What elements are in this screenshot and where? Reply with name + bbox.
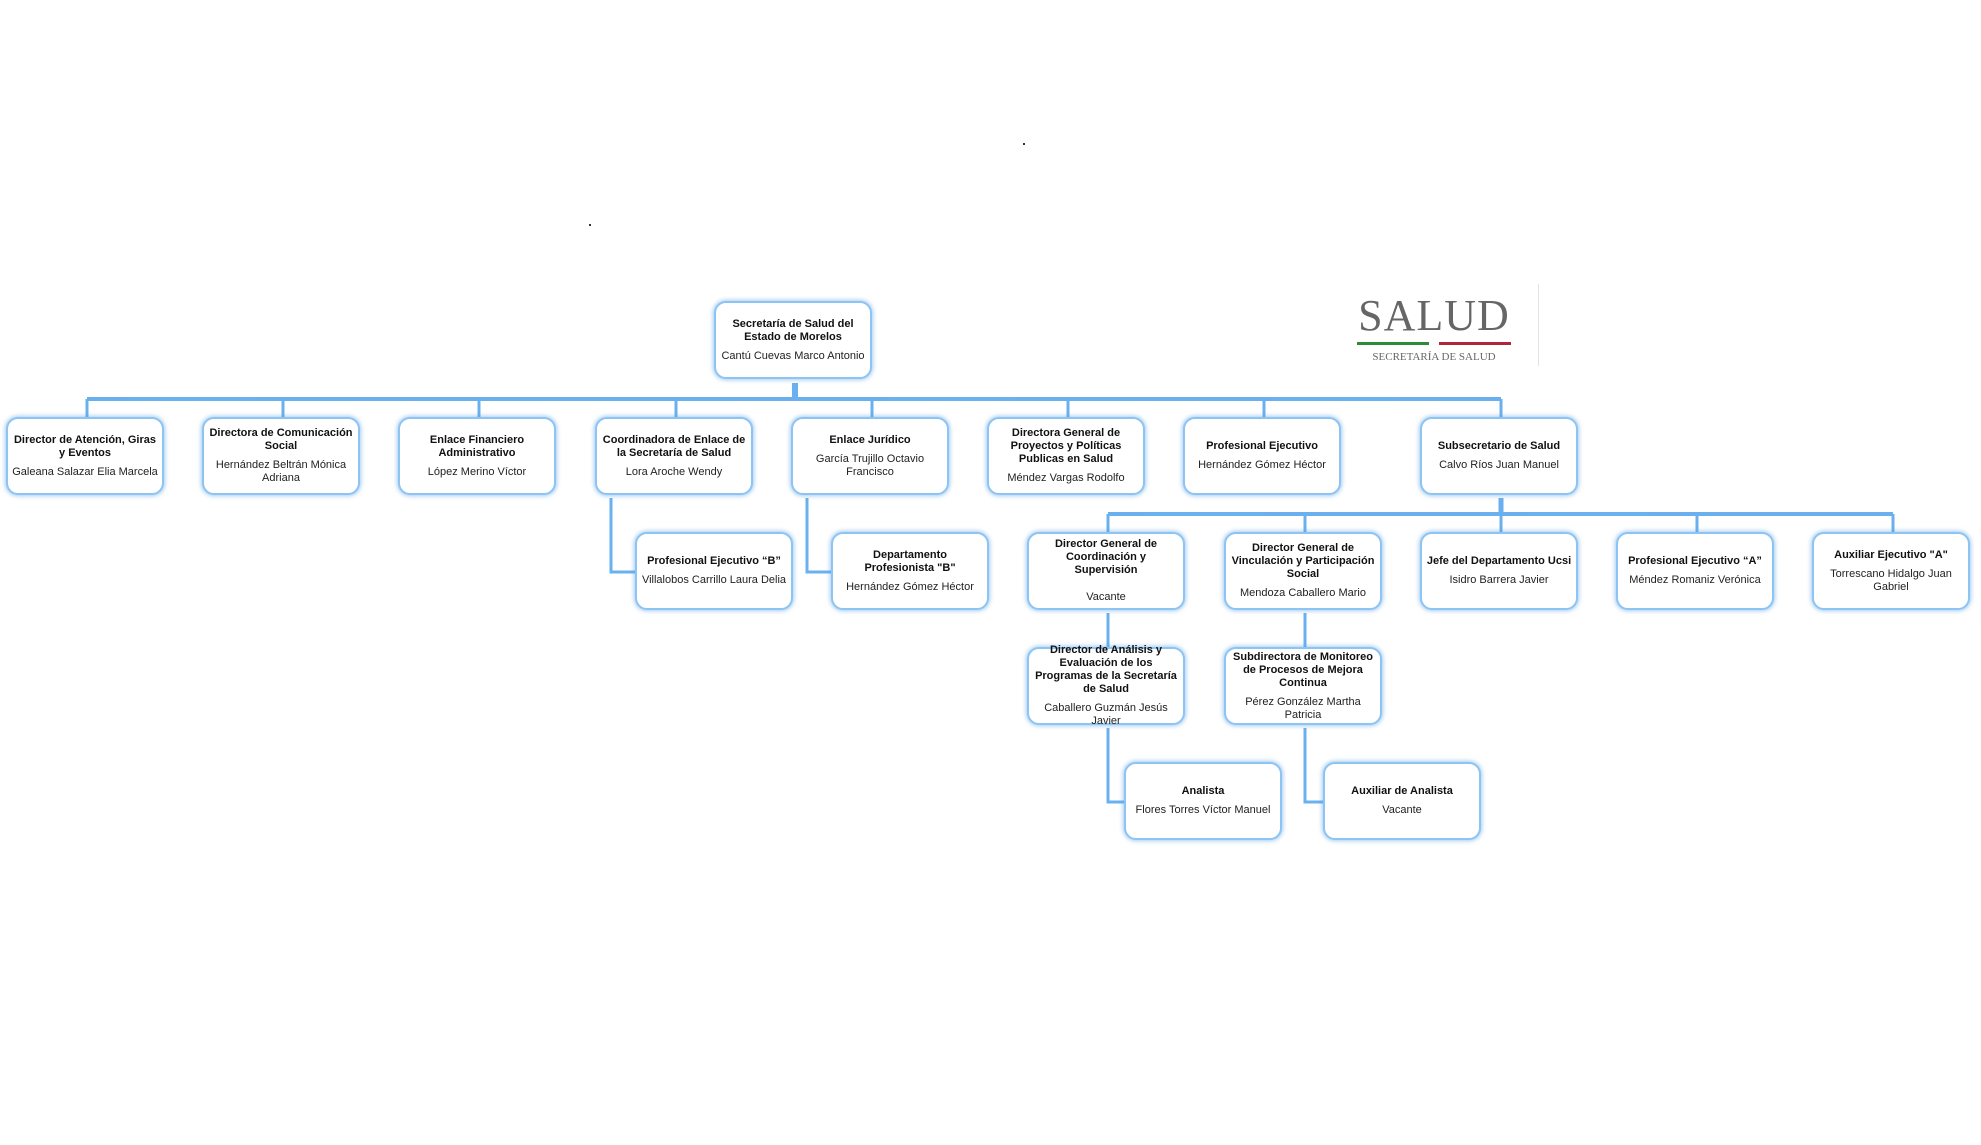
node-title: Directora de Comunicación Social <box>209 427 353 452</box>
node-name: Caballero Guzmán Jesús Javier <box>1044 702 1168 727</box>
node-title: Profesional Ejecutivo <box>1206 440 1318 452</box>
node-title: Director General de Coordinación y Super… <box>1054 538 1158 576</box>
org-node: Profesional Ejecutivo “B” Villalobos Carr… <box>635 532 793 610</box>
node-name: López Merino Víctor <box>427 465 527 478</box>
node-title: Jefe del Departamento Ucsi <box>1426 555 1572 567</box>
org-node: Director General de Vinculación y Partic… <box>1224 532 1382 610</box>
node-name: Vacante <box>1086 591 1126 603</box>
node-title: Profesional Ejecutivo “A” <box>1628 555 1762 567</box>
node-title: Profesional Ejecutivo “B” <box>647 555 781 567</box>
node-title: Analista <box>1181 785 1225 797</box>
stray-dot <box>1023 143 1025 145</box>
node-name: Hernández Beltrán Mónica Adriana <box>215 459 347 484</box>
node-title: Director General de Vinculación y Partic… <box>1231 542 1375 580</box>
node-name: Mendoza Caballero Mario <box>1240 587 1366 599</box>
node-title: Auxiliar de Analista <box>1351 785 1453 797</box>
node-name: Vacante <box>1382 804 1422 816</box>
logo-word: SALUD <box>1358 291 1510 340</box>
org-node: Coordinadora de Enlace de la Secretaría … <box>595 417 753 495</box>
node-name: García Trujillo Octavio Francisco <box>815 452 925 478</box>
org-node: Profesional Ejecutivo “A” Méndez Romaniz … <box>1616 532 1774 610</box>
node-title: Enlace Jurídico <box>829 433 911 446</box>
node-title: Director de Atención, Giras y Eventos <box>13 433 157 459</box>
node-title: Secretaría de Salud del Estado de Morelo… <box>732 317 854 343</box>
node-name: Hernández Gómez Héctor <box>846 580 974 593</box>
logo-flag-bars <box>1356 342 1512 345</box>
node-title: Subdirectora de Monitoreo de Procesos de… <box>1233 650 1373 689</box>
node-name: Lora Aroche Wendy <box>625 465 723 478</box>
node-name: Torrescano Hidalgo Juan Gabriel <box>1830 567 1952 593</box>
node-name: Isidro Barrera Javier <box>1449 574 1549 586</box>
node-title: Enlace Financiero Administrativo <box>429 433 525 459</box>
node-name: Pérez González Martha Patricia <box>1245 695 1361 721</box>
node-name: Méndez Vargas Rodolfo <box>1007 472 1125 484</box>
node-name: Hernández Gómez Héctor <box>1198 459 1326 471</box>
node-title: Auxiliar Ejecutivo "A" <box>1834 548 1948 561</box>
org-node: Director General de Coordinación y Super… <box>1027 532 1185 610</box>
node-name: Méndez Romaniz Verónica <box>1629 574 1761 586</box>
node-title: Directora General de Proyectos y Polític… <box>1010 427 1122 465</box>
node-name: Cantú Cuevas Marco Antonio <box>721 349 865 362</box>
node-name: Villalobos Carrillo Laura Delia <box>641 574 787 586</box>
node-title: Subsecretario de Salud <box>1437 440 1561 452</box>
org-node: Directora General de Proyectos y Polític… <box>987 417 1145 495</box>
node-title: Director de Análisis y Evaluación de los… <box>1035 644 1177 695</box>
node-name: Calvo Ríos Juan Manuel <box>1439 459 1559 471</box>
org-node: Auxiliar Ejecutivo "A" Torrescano Hidalgo… <box>1812 532 1970 610</box>
org-node: Subdirectora de Monitoreo de Procesos de… <box>1224 647 1382 725</box>
org-node: Director de Análisis y Evaluación de los… <box>1027 644 1185 727</box>
node-name: Galeana Salazar Elia Marcela <box>12 465 158 478</box>
node-name: Flores Torres Víctor Manuel <box>1135 804 1271 816</box>
salud-logo: SALUD SECRETARÍA DE SALUD <box>1356 292 1512 363</box>
logo-subtitle: SECRETARÍA DE SALUD <box>1372 351 1496 363</box>
node-title: Coordinadora de Enlace de la Secretaría … <box>602 433 746 459</box>
node-title: Departamento Profesionista "B" <box>864 548 956 574</box>
logo-divider <box>1538 284 1539 366</box>
stray-dot <box>589 224 591 226</box>
org-node-root: Secretaría de Salud del Estado de Morelo… <box>714 301 872 379</box>
org-node: Departamento Profesionista "B" Hernández … <box>831 532 989 610</box>
